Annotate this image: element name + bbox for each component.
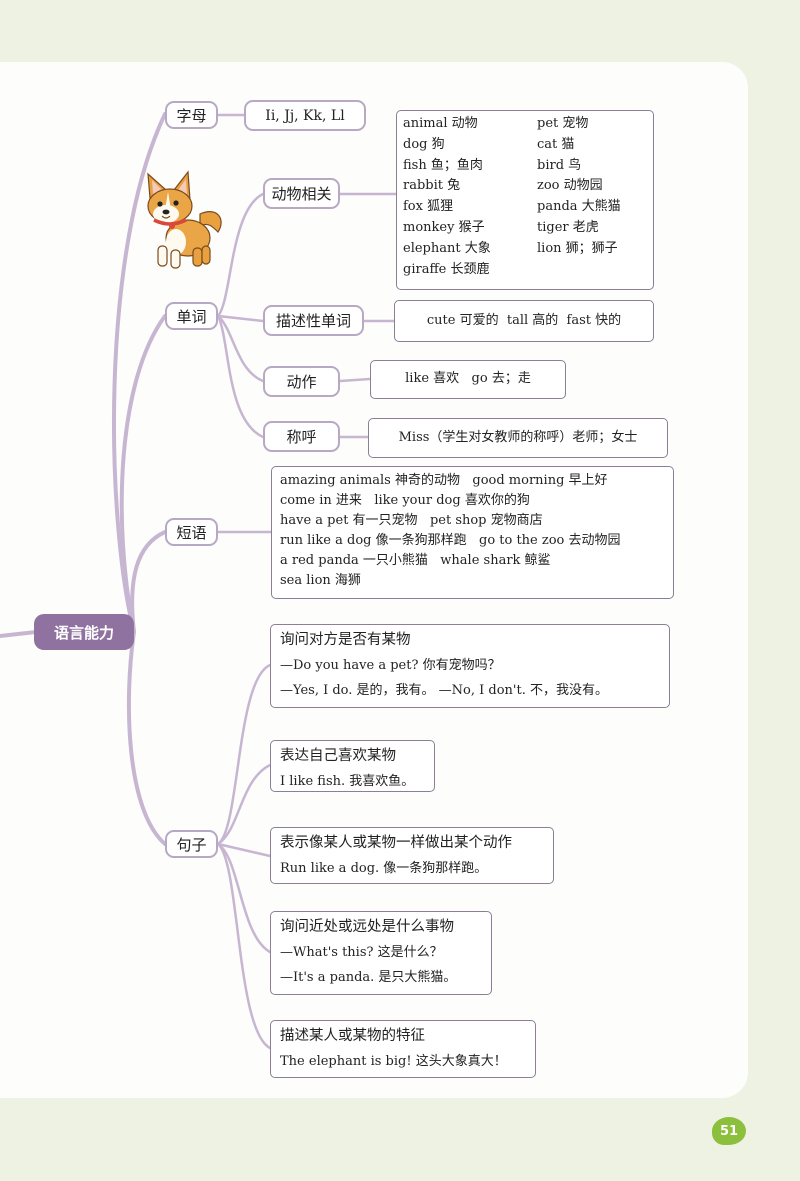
- sentence-example: —What's this? 这是什么？: [280, 945, 443, 960]
- letters-content: Ii, Jj, Kk, Ll: [244, 100, 366, 131]
- animal-word: panda 大熊猫: [537, 199, 621, 215]
- category-words[interactable]: 单词: [165, 302, 218, 330]
- root-node[interactable]: 语言能力: [34, 614, 134, 650]
- sentence-example: —Yes, I do. 是的，我有。 —No, I don't. 不，我没有。: [280, 683, 608, 698]
- animal-word: monkey 猴子: [403, 219, 485, 235]
- sentence-pattern-box: 表达自己喜欢某物 I like fish. 我喜欢鱼。: [270, 740, 435, 792]
- subgroup-animals[interactable]: 动物相关: [263, 178, 340, 209]
- animal-word: cat 猫: [537, 136, 575, 152]
- page-number-badge: 51: [712, 1117, 746, 1145]
- phrase-line: amazing animals 神奇的动物 good morning 早上好: [280, 473, 608, 488]
- sentence-pattern-box: 表示像某人或某物一样做出某个动作 Run like a dog. 像一条狗那样跑。: [270, 827, 554, 884]
- action-words: like 喜欢 go 去；走: [405, 371, 531, 387]
- phrase-line: come in 进来 like your dog 喜欢你的狗: [280, 493, 530, 508]
- phrase-line: run like a dog 像一条狗那样跑 go to the zoo 去动物…: [280, 533, 621, 548]
- animal-word: fish 鱼；鱼肉: [403, 157, 483, 173]
- sentence-pattern-title: 描述某人或某物的特征: [280, 1028, 425, 1044]
- sentence-example: Run like a dog. 像一条狗那样跑。: [280, 861, 488, 876]
- category-sentences[interactable]: 句子: [165, 830, 218, 858]
- sentence-pattern-title: 表达自己喜欢某物: [280, 748, 396, 764]
- phrase-line: a red panda 一只小熊猫 whale shark 鲸鲨: [280, 553, 551, 568]
- animal-word: dog 狗: [403, 136, 445, 152]
- animal-word: tiger 老虎: [537, 219, 599, 235]
- animal-word: rabbit 兔: [403, 178, 461, 194]
- sentence-pattern-box: 描述某人或某物的特征 The elephant is big! 这头大象真大！: [270, 1020, 536, 1078]
- sentence-example: I like fish. 我喜欢鱼。: [280, 774, 415, 789]
- sentence-example: The elephant is big! 这头大象真大！: [280, 1054, 507, 1069]
- animal-word: elephant 大象: [403, 240, 491, 256]
- sentence-pattern-box: 询问近处或远处是什么事物 —What's this? 这是什么？ —It's a p…: [270, 911, 492, 995]
- phrases-list: amazing animals 神奇的动物 good morning 早上好 co…: [280, 471, 665, 591]
- action-words-box: like 喜欢 go 去；走: [370, 360, 566, 399]
- category-phrases[interactable]: 短语: [165, 518, 218, 546]
- animal-word: animal 动物: [403, 116, 478, 131]
- animal-word: bird 鸟: [537, 157, 582, 173]
- animal-words-grid: animal 动物 pet 宠物 dog 狗 cat 猫 fish 鱼；鱼肉 bird 鸟…: [403, 114, 647, 280]
- sentence-example: —It's a panda. 是只大熊猫。: [280, 970, 457, 985]
- descriptive-words: cute 可爱的 tall 高的 fast 快的: [426, 312, 622, 328]
- sentence-pattern-title: 询问对方是否有某物: [280, 632, 411, 648]
- animal-word: pet 宠物: [537, 116, 589, 131]
- animal-word: fox 狐狸: [403, 199, 454, 215]
- animal-word: lion 狮；狮子: [537, 240, 618, 256]
- subgroup-actions[interactable]: 动作: [263, 366, 340, 397]
- subgroup-address[interactable]: 称呼: [263, 421, 340, 452]
- sentence-example: —Do you have a pet? 你有宠物吗？: [280, 658, 501, 673]
- animal-word: giraffe 长颈鹿: [403, 261, 490, 277]
- sentence-pattern-title: 询问近处或远处是什么事物: [280, 919, 454, 935]
- animal-words-box: animal 动物 pet 宠物 dog 狗 cat 猫 fish 鱼；鱼肉 bird 鸟…: [396, 110, 654, 290]
- address-words: Miss（学生对女教师的称呼）老师；女士: [398, 429, 638, 445]
- subgroup-descriptive[interactable]: 描述性单词: [263, 305, 364, 336]
- category-letters[interactable]: 字母: [165, 101, 218, 129]
- sentence-pattern-box: 询问对方是否有某物 —Do you have a pet? 你有宠物吗？ —Yes,…: [270, 624, 670, 708]
- phrase-line: sea lion 海狮: [280, 573, 361, 588]
- animal-word: [537, 260, 647, 281]
- phrases-box: amazing animals 神奇的动物 good morning 早上好 co…: [271, 466, 674, 599]
- descriptive-words-box: cute 可爱的 tall 高的 fast 快的: [394, 300, 654, 342]
- address-words-box: Miss（学生对女教师的称呼）老师；女士: [368, 418, 668, 458]
- corgi-illustration: [147, 170, 222, 269]
- phrase-line: have a pet 有一只宠物 pet shop 宠物商店: [280, 513, 543, 528]
- animal-word: zoo 动物园: [537, 178, 603, 194]
- sentence-pattern-title: 表示像某人或某物一样做出某个动作: [280, 835, 512, 851]
